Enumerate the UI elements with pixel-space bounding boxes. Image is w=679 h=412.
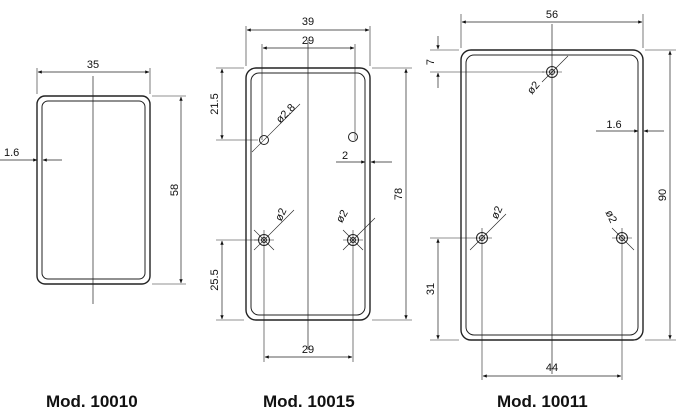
mod-10010-drawing bbox=[0, 68, 186, 304]
mod-10015-wall-label: 2 bbox=[342, 150, 348, 162]
mod-10010-caption: Mod. 10010 bbox=[46, 392, 138, 411]
mod-10010-inner-outline bbox=[41, 100, 146, 280]
mod-10011-wall-label: 1.6 bbox=[606, 119, 621, 131]
mod-10011-width-label: 56 bbox=[546, 9, 558, 21]
mod-10015-hole-dia-left-label: ø2 bbox=[273, 206, 289, 223]
mod-10015-outer-width-label: 39 bbox=[302, 16, 314, 28]
mod-10011-top-offset-label: 7 bbox=[425, 59, 437, 65]
mod-10015-bottom-offset-label: 25.5 bbox=[209, 269, 221, 290]
mod-10015-hole-spacing-top-label: 29 bbox=[302, 35, 314, 47]
mod-10010-height-label: 58 bbox=[169, 184, 181, 196]
mod-10011-hole-dia-left-label: ø2 bbox=[489, 204, 505, 221]
mod-10011-hole-spacing-label: 44 bbox=[546, 362, 558, 374]
mod-10015-hole-top-left bbox=[259, 135, 269, 145]
mod-10015-caption: Mod. 10015 bbox=[263, 392, 355, 411]
mod-10015-hole-spacing-bottom-label: 29 bbox=[302, 344, 314, 356]
mod-10015-drawing bbox=[216, 26, 412, 362]
mod-10010-outer-outline bbox=[36, 95, 151, 285]
mod-10010-width-label: 35 bbox=[87, 59, 99, 71]
mod-10015-height-label: 78 bbox=[393, 188, 405, 200]
mod-10015-hole-dia-top-label: ø2.8 bbox=[274, 102, 298, 126]
mod-10011-hole-dia-top-label: ø2 bbox=[525, 79, 542, 97]
mod-10015-hole-top-right bbox=[348, 132, 358, 142]
mod-10011-height-label: 90 bbox=[657, 189, 669, 201]
mod-10011-caption: Mod. 10011 bbox=[497, 392, 588, 411]
mod-10011-drawing bbox=[430, 14, 676, 380]
mod-10010-wall-label: 1.6 bbox=[4, 147, 19, 159]
mod-10011-hole-dia-right-label: ø2 bbox=[603, 208, 619, 225]
mod-10015-top-offset-label: 21.5 bbox=[209, 93, 221, 114]
mod-10011-bottom-offset-label: 31 bbox=[425, 283, 437, 295]
mod-10015-hole-dia-right-label: ø2 bbox=[334, 208, 351, 225]
